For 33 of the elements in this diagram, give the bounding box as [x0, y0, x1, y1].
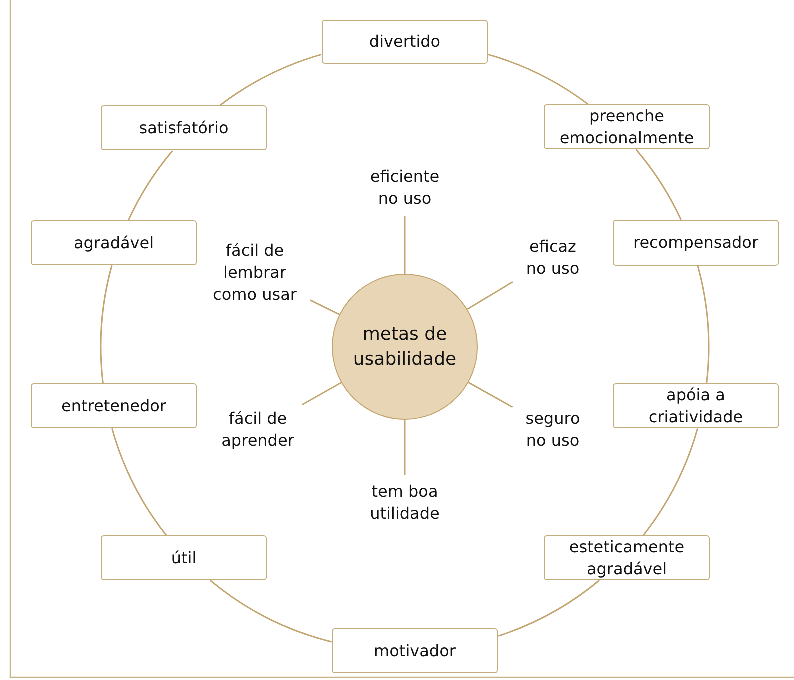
leader-line — [404, 420, 406, 475]
spoke-label: eficiente no uso — [361, 166, 449, 210]
ring-arc — [220, 54, 322, 106]
goal-box: preenche emocionalmente — [544, 104, 710, 150]
leader-line — [310, 300, 340, 316]
ring-arc — [636, 149, 682, 220]
spoke-label: eficaz no uso — [518, 236, 588, 280]
ring-arc — [100, 265, 113, 384]
spoke-label: fácil de lembrar como usar — [205, 240, 305, 306]
goal-box: apóia a criatividade — [613, 384, 779, 428]
goal-box: esteticamente agradável — [544, 536, 710, 580]
leader-line — [467, 281, 514, 310]
ring-arc — [210, 580, 332, 643]
center-circle: metas de usabilidade — [332, 274, 478, 420]
spoke-label: fácil de aprender — [213, 408, 303, 452]
spoke-label: tem boa utilidade — [355, 481, 455, 525]
goal-box: útil — [101, 536, 267, 580]
ring-arc — [643, 428, 699, 536]
goal-box: divertido — [322, 20, 488, 64]
goal-box: satisfatório — [101, 106, 267, 150]
ring-arc — [488, 54, 588, 105]
ring-arc — [111, 428, 168, 536]
leader-line — [468, 382, 514, 408]
goal-box: motivador — [332, 628, 498, 674]
goal-box: entretenedor — [31, 384, 197, 428]
ring-arc — [697, 266, 710, 384]
goal-box: agradável — [31, 220, 197, 266]
spoke-label: seguro no uso — [518, 408, 588, 452]
leader-line — [404, 216, 406, 274]
ring-arc — [128, 150, 174, 221]
leader-line — [302, 382, 342, 406]
goal-box: recompensador — [613, 220, 779, 266]
ring-arc — [498, 580, 600, 637]
